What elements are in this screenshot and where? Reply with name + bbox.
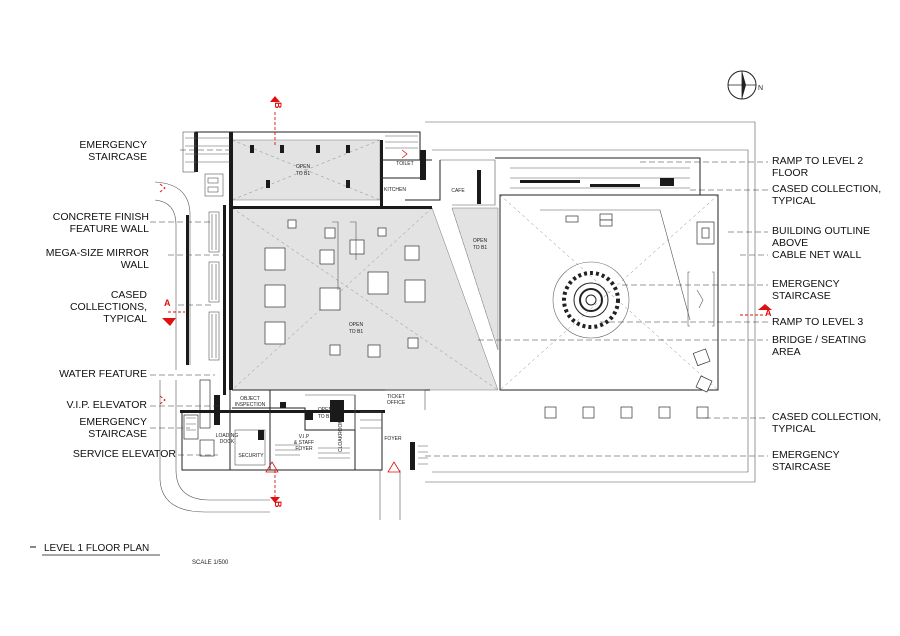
room-toilet: TOILET: [396, 161, 413, 167]
callout-right-4: CABLE NET WALL: [772, 249, 861, 261]
north-label: N: [758, 85, 763, 92]
room-security: SECURITY: [238, 453, 264, 459]
drawing-scale: SCALE 1/500: [192, 560, 229, 566]
building-walls: [182, 131, 496, 429]
section-marker-b-top: B: [273, 102, 283, 109]
exhibition-hall-east: [495, 157, 719, 419]
callout-left-8: SERVICE ELEVATOR: [73, 448, 177, 460]
callout-right-2: CASED COLLECTION,TYPICAL: [772, 183, 881, 207]
leaders-left: [150, 149, 232, 456]
leaders-right: [425, 161, 768, 457]
callout-right-6: RAMP TO LEVEL 3: [772, 316, 863, 328]
section-marker-a-left: A: [164, 298, 171, 308]
room-foyer: FOYER: [384, 436, 402, 442]
section-markers: [159, 96, 772, 503]
circular-emergency-staircase: [552, 261, 630, 339]
callout-right-8: CASED COLLECTION,TYPICAL: [772, 411, 881, 435]
site-roads: [154, 173, 401, 520]
drawing-title: LEVEL 1 FLOOR PLAN: [44, 543, 149, 554]
callout-left-6: V.I.P. ELEVATOR: [66, 399, 147, 411]
callout-left-5: WATER FEATURE: [59, 368, 147, 380]
building-outline-above: [425, 121, 756, 483]
room-cafe: CAFE: [451, 188, 465, 194]
room-cloakroom: CLOAKROOM: [338, 419, 344, 452]
central-void: [231, 139, 499, 391]
staircase-east: [410, 442, 428, 470]
section-marker-a-right: A: [765, 308, 772, 318]
north-arrow-icon: [727, 70, 757, 100]
section-marker-b-bottom: B: [273, 501, 283, 508]
room-kitchen: KITCHEN: [384, 187, 406, 193]
service-block: [180, 389, 426, 471]
